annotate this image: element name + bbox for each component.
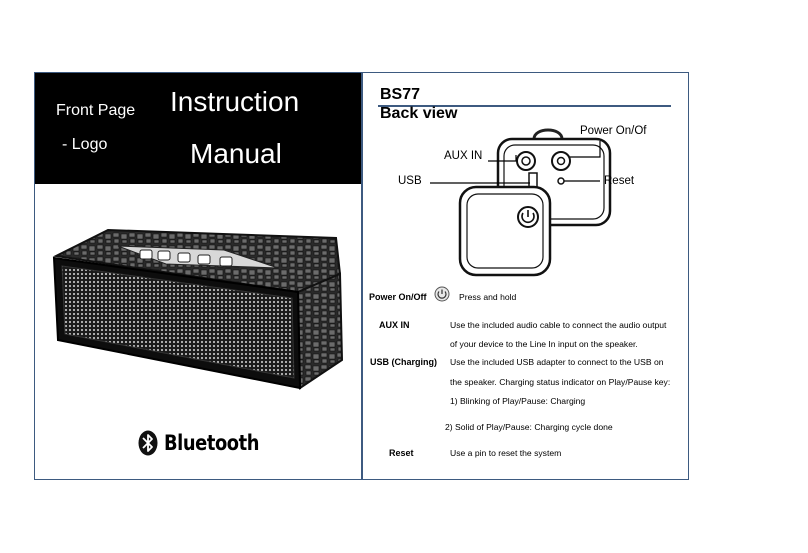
front-header: [35, 73, 361, 184]
diagram-label-reset: Reset: [604, 175, 635, 187]
logo-label: - Logo: [62, 136, 108, 153]
power-icon: [434, 286, 450, 302]
spec-key-reset: Reset: [389, 448, 414, 458]
spec-val-usb-3: 1) Blinking of Play/Pause: Charging: [450, 396, 586, 406]
spec-key-aux: AUX IN: [379, 320, 410, 330]
title-manual: Manual: [190, 138, 282, 169]
diagram-label-usb: USB: [398, 175, 422, 187]
spec-val-reset: Use a pin to reset the system: [450, 448, 562, 458]
spec-val-usb-4: 2) Solid of Play/Pause: Charging cycle d…: [445, 422, 613, 432]
bluetooth-wordmark: Bluetooth: [164, 431, 260, 455]
speaker-illustration: [52, 228, 344, 390]
spec-val-usb-2: the speaker. Charging status indicator o…: [450, 377, 671, 387]
spec-val-power: Press and hold: [459, 292, 517, 302]
spec-key-power: Power On/Off: [369, 292, 427, 302]
back-view-diagram: [430, 128, 612, 277]
title-instruction: Instruction: [170, 86, 300, 117]
bluetooth-icon: [138, 430, 158, 456]
diagram-label-power: Power On/Of: [580, 125, 647, 137]
diagram-label-aux: AUX IN: [444, 150, 483, 162]
page-divider: [361, 72, 363, 480]
front-page-label: Front Page: [56, 102, 136, 119]
spec-val-usb-1: Use the included USB adapter to connect …: [450, 357, 664, 367]
spec-val-aux-2: of your device to the Line In input on t…: [450, 339, 638, 349]
model-number: BS77: [380, 86, 421, 103]
back-view-heading: Back view: [380, 105, 458, 122]
model-rule: [378, 105, 671, 107]
bluetooth-logo: Bluetooth: [138, 430, 276, 456]
spec-key-usb: USB (Charging): [370, 357, 437, 367]
spec-val-aux-1: Use the included audio cable to connect …: [450, 320, 667, 330]
